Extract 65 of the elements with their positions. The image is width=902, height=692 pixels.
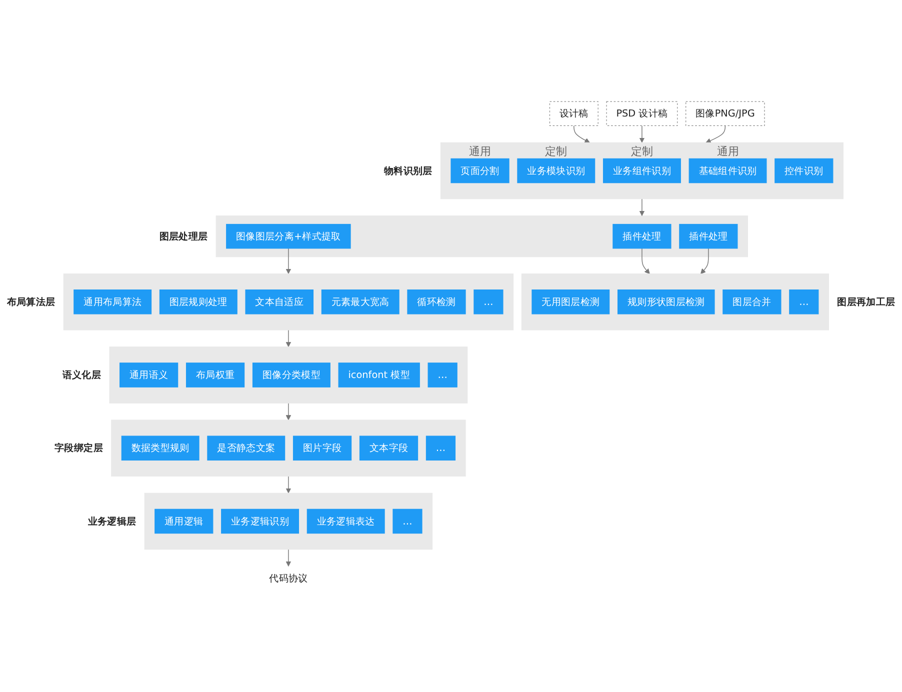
node-box: 布局权重	[186, 362, 245, 388]
node-label: 图层再加工层	[837, 296, 896, 308]
node-box: 数据类型规则	[121, 436, 200, 461]
node-box: 图像分类模型	[252, 362, 330, 388]
cluster	[63, 273, 514, 330]
node-box: iconfont 模型	[338, 362, 420, 388]
node-box: 页面分割	[450, 158, 510, 184]
node-box: 插件处理	[679, 224, 738, 249]
cluster	[111, 420, 466, 477]
node-label: 物料识别层	[384, 164, 432, 176]
node-box: 无用图层检测	[532, 290, 610, 314]
node-box: 通用布局算法	[74, 290, 152, 314]
arrow	[639, 198, 645, 216]
node-box: 规则形状图层检测	[617, 290, 715, 314]
arrow	[639, 125, 645, 143]
arrow	[286, 402, 292, 420]
cluster	[216, 215, 748, 258]
cluster	[144, 492, 433, 550]
node-label: 字段绑定层	[54, 442, 103, 454]
tag-label: 通用	[716, 144, 739, 158]
cluster	[440, 142, 844, 200]
node-box: 业务模块识别	[517, 158, 596, 184]
arrow	[286, 476, 292, 494]
arrow	[286, 330, 292, 348]
node-box: 图层规则处理	[159, 290, 238, 314]
node-box: …	[392, 508, 422, 534]
node-box: 图层合并	[722, 290, 782, 314]
node-box: 文本自适应	[245, 290, 314, 314]
tag-label: 通用	[469, 144, 491, 158]
arrow	[574, 125, 590, 143]
arrow	[286, 548, 292, 566]
tag-label: 定制	[545, 144, 568, 158]
node-label: 图层处理层	[159, 230, 208, 242]
node-label: 布局算法层	[6, 296, 56, 308]
node-box: 通用语义	[120, 362, 178, 388]
cluster	[109, 346, 468, 404]
node-box: 图片字段	[292, 436, 352, 461]
arrow	[642, 248, 650, 274]
node-box: 是否静态文案	[207, 436, 286, 461]
node-box: …	[789, 290, 819, 314]
arrow	[700, 248, 709, 274]
node-box: …	[426, 436, 456, 461]
node-box: 元素最大宽高	[321, 290, 400, 314]
node-box: 文本字段	[359, 436, 418, 461]
cluster	[521, 273, 829, 330]
node-box: 业务逻辑表达	[306, 508, 385, 534]
arrow	[286, 248, 292, 274]
node-box: 循环检测	[407, 290, 466, 314]
node-box: 控件识别	[774, 158, 834, 184]
node-box: 插件处理	[612, 224, 672, 249]
tag-label: 定制	[630, 144, 653, 158]
node-box: PSD 设计稿	[606, 101, 678, 126]
node-label: 语义化层	[62, 368, 102, 380]
node-box: …	[428, 362, 458, 388]
arrow	[706, 125, 726, 144]
node-box: 设计稿	[549, 101, 598, 126]
node-box: 图像PNG/JPG	[686, 101, 765, 126]
node-box: 通用逻辑	[154, 508, 214, 534]
node-box: 业务组件识别	[602, 158, 681, 184]
node-text: 代码协议	[269, 572, 308, 584]
node-box: 业务逻辑识别	[221, 508, 300, 534]
node-box: …	[474, 290, 504, 314]
node-box: 图像图层分离+样式提取	[226, 224, 351, 249]
node-box: 基础组件识别	[688, 158, 767, 184]
node-label: 业务逻辑层	[88, 515, 136, 527]
